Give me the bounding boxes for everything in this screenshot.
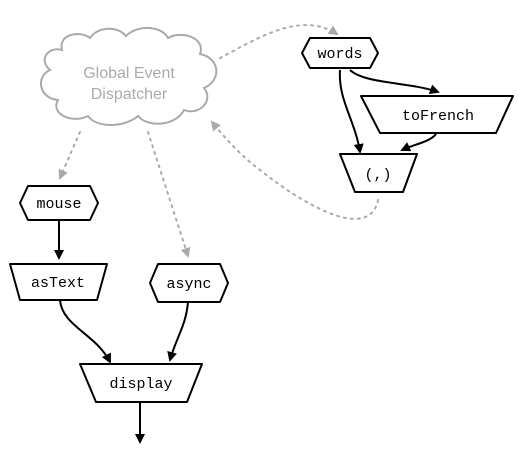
dispatcher-cloud-shape <box>40 27 218 126</box>
node-mouse-label: mouse <box>36 196 81 213</box>
dispatcher-edges <box>58 24 379 258</box>
node-async: async <box>149 263 229 303</box>
edge-dispatcher-to-async <box>147 131 191 258</box>
node-mouse: mouse <box>19 185 99 221</box>
node-tuple: (,) <box>339 153 418 193</box>
node-tofrench: toFrench <box>360 95 514 134</box>
edge-tofrench-to-tuple <box>400 133 437 152</box>
node-astext-label: asText <box>31 275 85 292</box>
node-words-label: words <box>317 46 362 63</box>
edge-words-to-tuple <box>338 69 364 154</box>
edge-async-to-display <box>167 301 189 362</box>
signal-edges <box>54 69 440 444</box>
edge-astext-to-display <box>59 299 111 364</box>
node-tofrench-label: toFrench <box>402 108 474 125</box>
edge-dispatcher-to-mouse <box>58 131 81 180</box>
node-tuple-label: (,) <box>364 167 391 184</box>
edge-words-to-tofrench <box>349 69 440 95</box>
dispatcher-label-line2: Dispatcher <box>91 86 168 103</box>
node-display: display <box>79 363 203 403</box>
node-async-label: async <box>166 276 211 293</box>
node-astext: asText <box>9 263 108 301</box>
node-display-label: display <box>109 376 172 393</box>
node-words: words <box>301 37 379 69</box>
dispatcher-label-line1: Global Event <box>83 65 175 82</box>
edge-dispatcher-to-words <box>219 24 339 59</box>
global-event-dispatcher: Global Event Dispatcher <box>40 27 218 126</box>
edge-tuple-to-dispatcher <box>210 120 379 220</box>
